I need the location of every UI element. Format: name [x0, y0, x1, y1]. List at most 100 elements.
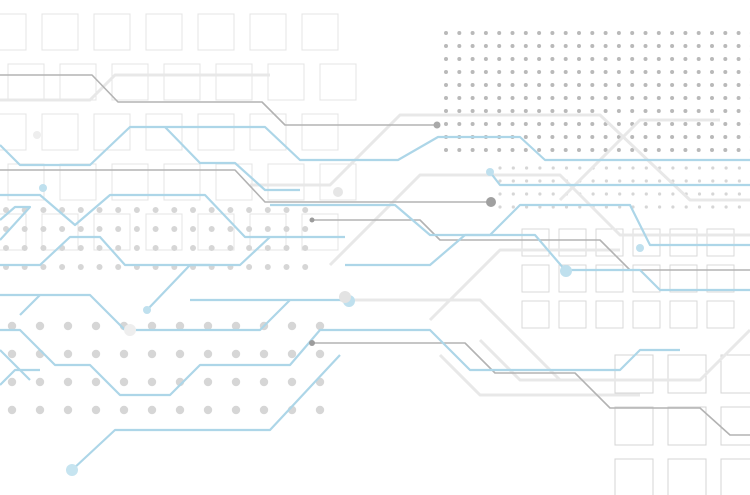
outline-square	[595, 300, 624, 329]
circuit-nodes	[33, 121, 644, 476]
grid-dot	[264, 207, 271, 213]
grid-dot	[457, 44, 462, 48]
circuit-node	[486, 168, 494, 176]
grid-dot	[59, 264, 66, 270]
grid-dot	[35, 321, 45, 331]
grid-dot	[147, 405, 157, 415]
grid-dot	[590, 31, 595, 35]
outline-square	[558, 228, 587, 257]
grid-dot	[643, 31, 648, 35]
grid-dot	[457, 122, 462, 126]
grid-dot	[603, 83, 608, 87]
outline-square	[301, 13, 339, 51]
grid-dot	[7, 349, 17, 359]
grid-dot	[616, 70, 621, 74]
grid-dot	[537, 31, 542, 35]
grid-dot	[590, 122, 595, 126]
grid-dot	[119, 349, 129, 359]
grid-dot	[444, 122, 448, 126]
grid-dot	[590, 96, 595, 100]
grid-dot	[670, 122, 675, 126]
grid-dot	[538, 192, 542, 196]
grid-dot	[696, 135, 701, 139]
grid-dot	[483, 83, 488, 87]
grid-dot	[723, 122, 728, 126]
grid-dot	[710, 83, 714, 87]
outline-square	[614, 406, 654, 446]
grid-dot	[203, 377, 213, 387]
grid-dot	[497, 31, 502, 35]
grid-dot	[231, 321, 241, 331]
grid-dot	[696, 122, 701, 126]
grid-dot	[171, 245, 178, 251]
grid-dot	[618, 192, 622, 196]
grid-dot	[723, 70, 728, 74]
grid-dot	[671, 205, 675, 209]
grid-dot	[498, 192, 502, 196]
grid-dot	[523, 96, 528, 100]
grid-dot	[736, 83, 741, 87]
grid-dot	[696, 31, 701, 35]
grid-dot	[736, 148, 741, 152]
grid-dot	[710, 122, 714, 126]
grid-dot	[470, 83, 475, 87]
circuit-node	[486, 197, 496, 207]
grid-dot	[656, 57, 661, 61]
grid-dot	[736, 70, 741, 74]
grid-dot	[497, 122, 502, 126]
grid-dot	[683, 122, 688, 126]
grid-dot	[457, 57, 462, 61]
grid-dot	[91, 405, 101, 415]
grid-dot	[616, 83, 621, 87]
grid-dot	[264, 264, 271, 270]
outline-square	[197, 13, 235, 51]
grid-dot	[670, 57, 675, 61]
grid-dot	[470, 122, 475, 126]
circuit-node	[309, 340, 315, 346]
grid-dot	[538, 179, 542, 183]
grid-dot	[537, 96, 542, 100]
grid-dot	[444, 57, 448, 61]
grid-dot	[302, 264, 309, 270]
right-dot-grid	[498, 166, 742, 209]
grid-dot	[684, 179, 688, 183]
circuit-node	[33, 131, 41, 139]
grid-dot	[498, 179, 502, 183]
outline-square	[111, 163, 149, 201]
outline-square	[720, 354, 750, 394]
grid-dot	[498, 166, 502, 170]
grid-dot	[658, 179, 662, 183]
grid-dot	[697, 179, 702, 183]
grid-dot	[537, 70, 542, 74]
grid-dot	[603, 135, 608, 139]
grid-dot	[203, 349, 213, 359]
grid-dot	[670, 148, 675, 152]
grid-dot	[710, 70, 714, 74]
circuit-node	[309, 217, 315, 223]
grid-dot	[550, 135, 555, 139]
grid-dot	[616, 109, 621, 113]
blue-trace	[0, 328, 680, 397]
grid-dot	[35, 405, 45, 415]
grid-dot	[643, 57, 648, 61]
outline-square	[0, 13, 27, 51]
grid-dot	[683, 109, 688, 113]
grid-dot	[656, 31, 661, 35]
grid-dot	[590, 70, 595, 74]
grid-dot	[510, 57, 515, 61]
outline-square	[720, 406, 750, 446]
outline-square	[521, 300, 550, 329]
grid-dot	[483, 70, 488, 74]
outline-square	[319, 163, 357, 201]
grid-dot	[604, 166, 609, 170]
circuit-node	[339, 291, 351, 303]
grid-dot	[7, 321, 17, 331]
blue-trace	[146, 263, 210, 311]
top-left-square-grid	[0, 13, 357, 251]
grid-dot	[603, 109, 608, 113]
grid-dot	[656, 122, 661, 126]
grid-dot	[457, 148, 462, 152]
grid-dot	[152, 207, 159, 213]
outline-square	[632, 228, 661, 257]
grid-dot	[96, 264, 103, 270]
